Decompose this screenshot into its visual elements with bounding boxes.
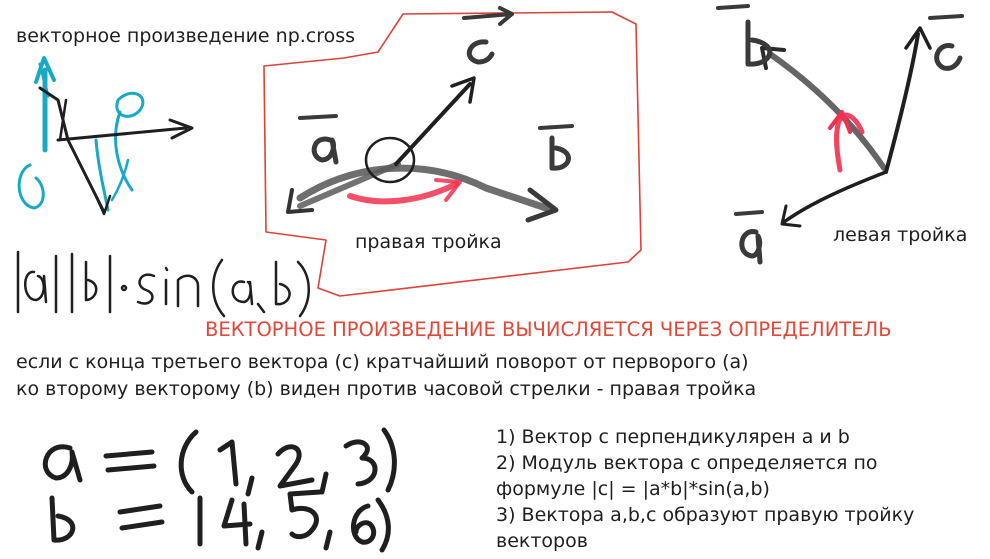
left-vector-sketch [17, 56, 194, 216]
note-title: векторное произведение np.cross [16, 25, 356, 47]
right-triple-label: правая тройка [355, 231, 502, 253]
property-line: 3) Вектора a,b,c образуют правую тройку [496, 504, 915, 526]
right-triple-rule-line-2: ко второму векторому (b) виден против ча… [16, 378, 757, 400]
right-triple-rule-line-1: если с конца третьего вектора (с) кратча… [16, 351, 749, 373]
center-frame [263, 11, 642, 297]
property-line: формуле |c| = |a*b|*sin(a,b) [496, 478, 770, 500]
property-line: 2) Модуль вектора с определяется по [496, 452, 878, 474]
determinant-heading: ВЕКТОРНОЕ ПРОИЗВЕДЕНИЕ ВЫЧИСЛЯЕТСЯ ЧЕРЕЗ… [205, 318, 892, 341]
left-triple-label: левая тройка [833, 224, 968, 246]
property-line: векторов [496, 530, 588, 552]
left-triple-diagram [716, 4, 964, 265]
handwritten-formula-magnitude [16, 250, 310, 318]
cross-product-properties: 1) Вектор с перпендикулярен a и b 2) Мод… [496, 424, 914, 554]
right-triple-diagram [286, 6, 574, 223]
handwritten-vector-values [42, 427, 397, 553]
property-line: 1) Вектор с перпендикулярен a и b [496, 426, 850, 448]
